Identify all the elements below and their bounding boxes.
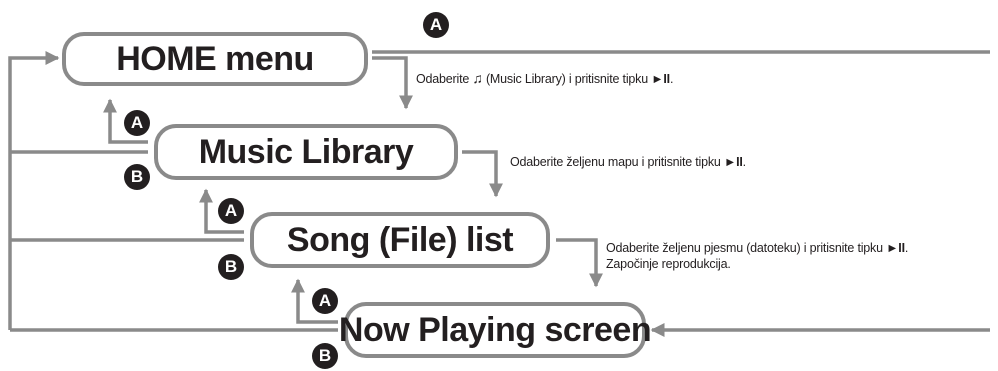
badge-a-top: A xyxy=(423,12,449,38)
now-playing-box[interactable]: Now Playing screen xyxy=(339,302,652,358)
home-menu-box[interactable]: HOME menu xyxy=(62,32,368,86)
play-pause-icon: ►II xyxy=(723,155,743,169)
a-arrow-songs-to-library xyxy=(199,188,244,234)
song-list-box[interactable]: Song (File) list xyxy=(250,212,550,268)
note-home: Odaberite ♫ (Music Library) i pritisnite… xyxy=(416,70,674,86)
return-line-to-home xyxy=(8,51,60,330)
badge-a-library: A xyxy=(124,110,150,136)
music-library-label: Music Library xyxy=(198,132,414,171)
now-playing-label: Now Playing screen xyxy=(338,310,652,349)
down-arrow-library-to-songs xyxy=(462,150,503,198)
song-list-label: Song (File) list xyxy=(286,220,514,259)
badge-a-playing: A xyxy=(312,288,338,314)
play-pause-icon: ►II xyxy=(886,241,905,255)
note-songs: Odaberite željenu pjesmu (datoteku) i pr… xyxy=(606,241,909,271)
badge-b-library: B xyxy=(124,164,150,190)
music-library-box[interactable]: Music Library xyxy=(154,124,458,180)
badge-a-songs: A xyxy=(218,198,244,224)
down-arrow-songs-to-playing xyxy=(556,238,603,288)
music-library-icon: ♫ xyxy=(472,70,483,86)
badge-b-songs: B xyxy=(218,254,244,280)
a-arrow-library-to-home xyxy=(103,98,148,144)
down-arrow-home-to-library xyxy=(372,56,413,110)
badge-b-playing: B xyxy=(312,343,338,369)
note-library: Odaberite željenu mapu i pritisnite tipk… xyxy=(510,155,746,169)
play-pause-icon: ►II xyxy=(651,72,670,86)
note-songs-line2: Započinje reprodukcija. xyxy=(606,257,731,271)
a-arrow-playing-to-songs xyxy=(291,278,338,324)
home-menu-label: HOME menu xyxy=(116,39,314,78)
